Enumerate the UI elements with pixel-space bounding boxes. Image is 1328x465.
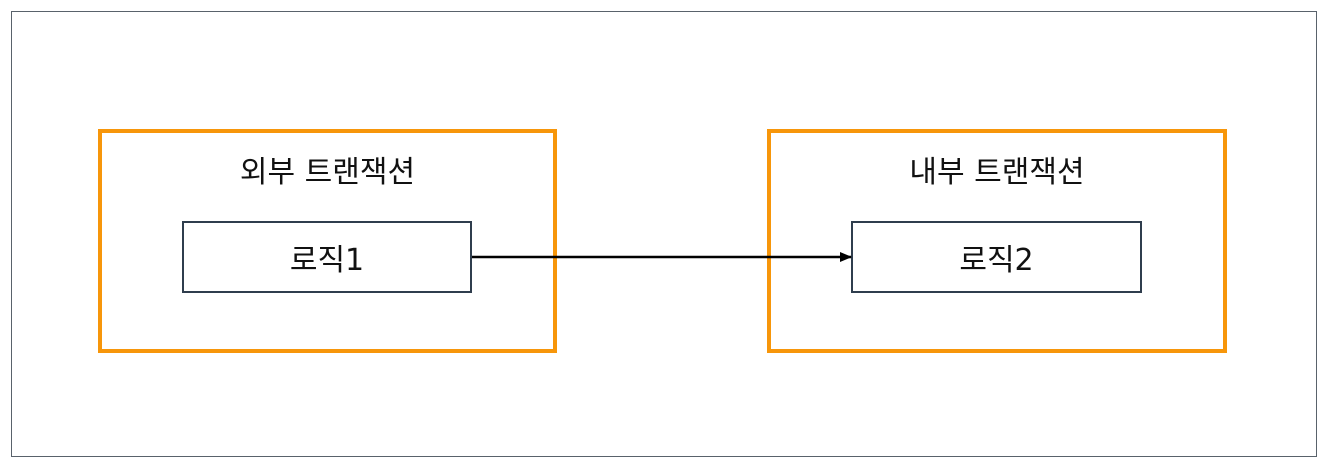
- logic2-label: 로직2: [959, 243, 1034, 278]
- outer-transaction-title: 외부 트랜잭션: [239, 155, 416, 190]
- logic1-box: 로직1: [182, 221, 472, 293]
- inner-transaction-title: 내부 트랜잭션: [909, 155, 1085, 190]
- logic1-label: 로직1: [289, 243, 365, 278]
- logic2-box: 로직2: [851, 221, 1142, 293]
